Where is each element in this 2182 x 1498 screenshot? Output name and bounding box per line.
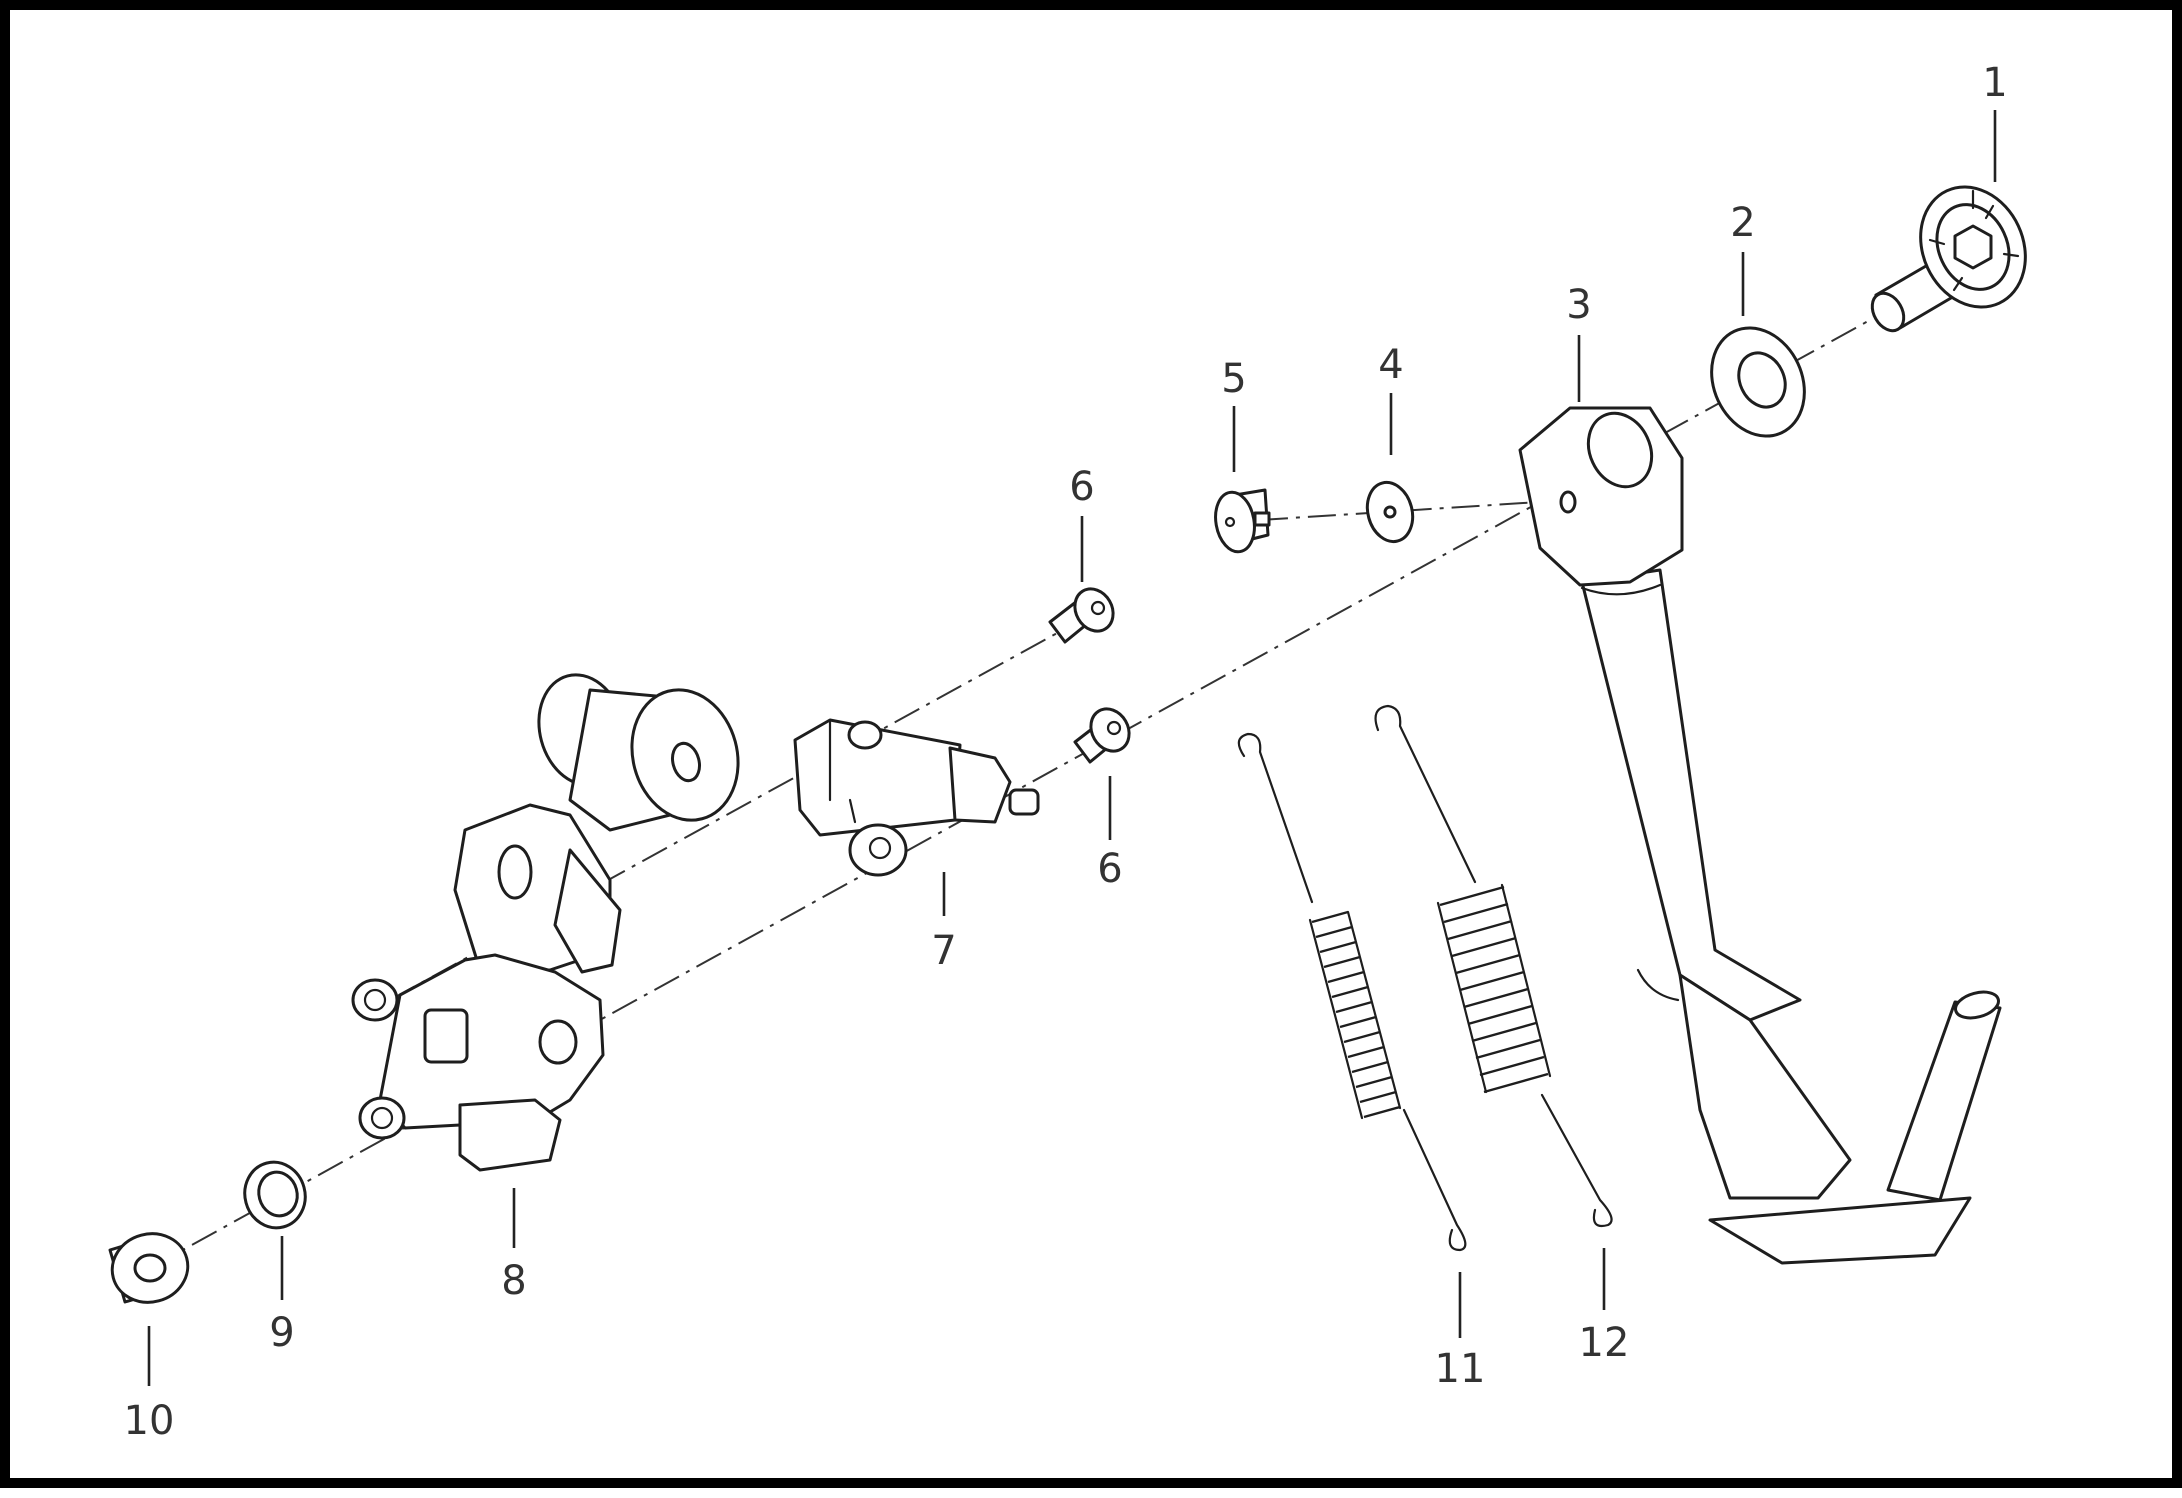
callout-2: 2 <box>1730 200 1755 246</box>
part-2-washer <box>1710 326 1806 438</box>
part-9-washer <box>243 1160 307 1230</box>
part-6-upper-bolt <box>1048 587 1115 644</box>
part-1-flange-bolt <box>1870 185 2027 333</box>
part-7-stand-switch <box>793 718 1040 877</box>
part-12-spring <box>1374 704 1613 1228</box>
part-11-spring <box>1237 732 1467 1252</box>
callout-1: 1 <box>1982 60 2007 106</box>
callout-7: 7 <box>931 928 956 974</box>
part-6-lower-bolt <box>1073 707 1131 764</box>
exploded-parts-diagram: 1 2 3 4 5 6 6 7 8 9 10 11 12 <box>108 60 2027 1444</box>
part-10-flange-nut <box>108 1232 190 1304</box>
callout-10: 10 <box>124 1398 175 1444</box>
callout-6-upper: 6 <box>1069 464 1094 510</box>
part-4-small-washer <box>1365 480 1415 544</box>
callout-11: 11 <box>1435 1346 1486 1392</box>
callout-12: 12 <box>1579 1320 1630 1366</box>
callout-9: 9 <box>269 1310 294 1356</box>
part-8-mounting-bracket <box>351 673 740 1172</box>
callout-8: 8 <box>501 1258 526 1304</box>
callout-4: 4 <box>1378 342 1403 388</box>
part-5-pin-screw <box>1214 488 1271 554</box>
pin-axis <box>1259 499 1571 521</box>
callout-5: 5 <box>1221 356 1246 402</box>
callout-3: 3 <box>1566 282 1591 328</box>
callout-6-lower: 6 <box>1097 846 1122 892</box>
part-3-side-stand <box>1518 406 2002 1265</box>
